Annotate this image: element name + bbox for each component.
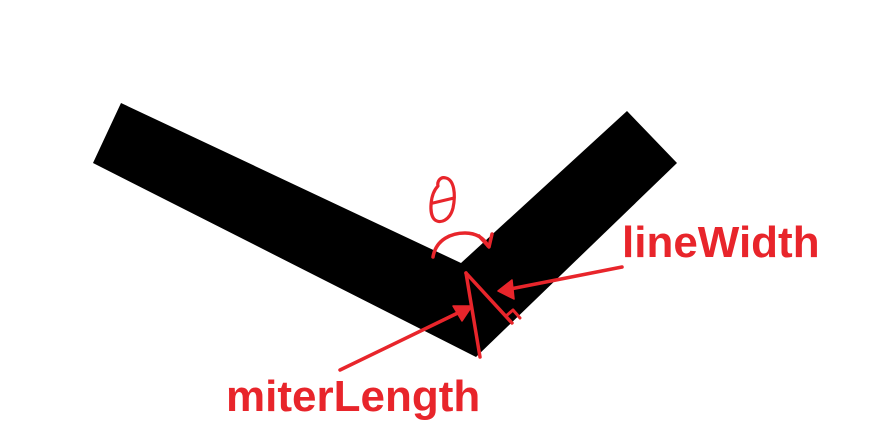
theta-symbol: [429, 176, 456, 224]
miter-length-arrow: [338, 307, 468, 372]
line-width-arrow: [503, 265, 624, 292]
line-width-arrowhead: [497, 279, 515, 300]
miter-joined-stroke: [93, 103, 677, 357]
right-angle-marker: [504, 308, 522, 320]
miter-length-label: miterLength: [226, 372, 480, 421]
angle-arc-arrowhead: [477, 232, 494, 249]
miter-length-arrowhead: [452, 305, 473, 322]
miter-length-line: [464, 271, 482, 359]
line-width-line: [464, 271, 514, 325]
line-width-label: lineWidth: [622, 218, 820, 267]
